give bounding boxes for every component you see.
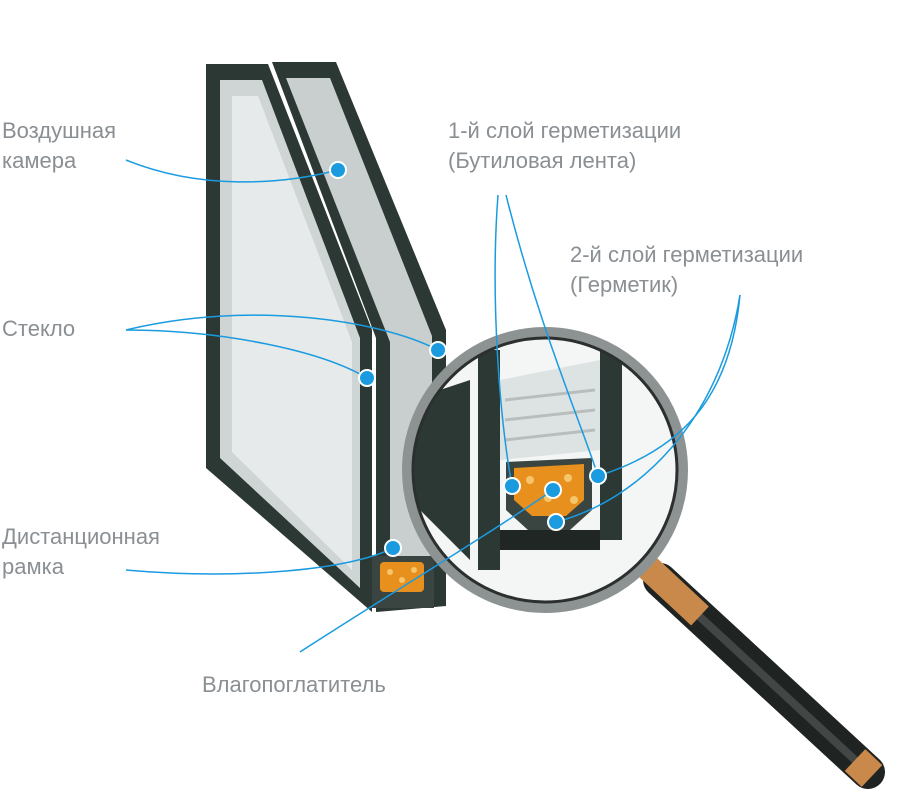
magnifier-handle (631, 550, 885, 789)
label-air-chamber: Воздушная камера (2, 116, 116, 176)
label-line: рамка (2, 554, 64, 579)
glass-pane-back (206, 64, 372, 612)
label-line: 1-й слой герметизации (448, 118, 682, 143)
magnifier (402, 327, 885, 789)
label-sealing-layer-2: 2-й слой герметизации (Герметик) (570, 240, 803, 300)
label-line: (Бутиловая лента) (448, 148, 637, 173)
label-glass: Стекло (2, 316, 76, 341)
label-desiccant: Влагопоглатитель (202, 672, 386, 697)
label-line: Дистанционная (2, 524, 160, 549)
callout-lines (125, 159, 741, 653)
label-line: (Герметик) (570, 272, 679, 297)
label-line: Воздушная (2, 118, 117, 143)
magnified-detail (411, 350, 622, 570)
label-spacer: Дистанционная рамка (2, 522, 160, 582)
label-sealing-layer-1: 1-й слой герметизации (Бутиловая лента) (448, 116, 681, 176)
label-line: камера (2, 148, 77, 173)
callout-dots (329, 161, 607, 557)
label-line: 2-й слой герметизации (570, 242, 804, 267)
